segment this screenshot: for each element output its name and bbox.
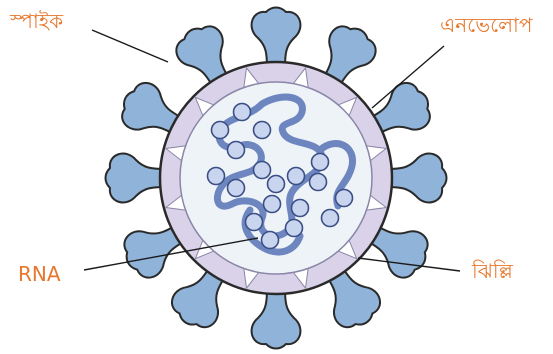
- rna-bead: [312, 154, 329, 171]
- rna-bead: [212, 122, 229, 139]
- rna-bead: [234, 104, 251, 121]
- rna-bead: [288, 168, 305, 185]
- spike-label: স্পাইক: [9, 9, 64, 33]
- rna-label: RNA: [18, 262, 61, 286]
- rna-bead: [246, 214, 263, 231]
- spike-10: [106, 154, 167, 203]
- rna-bead: [268, 176, 285, 193]
- rna-bead: [254, 122, 271, 139]
- envelope-label: এনভেলোপ: [440, 13, 533, 37]
- spike-1: [252, 8, 301, 69]
- spike-leader-line: [92, 30, 168, 62]
- spike-4: [386, 154, 447, 203]
- rna-bead: [286, 220, 303, 237]
- rna-bead: [310, 174, 327, 191]
- rna-bead: [336, 190, 353, 207]
- rna-bead: [322, 210, 339, 227]
- rna-bead: [292, 200, 309, 217]
- rna-bead: [228, 142, 245, 159]
- membrane-label: ঝিল্লি: [471, 259, 514, 283]
- rna-bead: [254, 162, 271, 179]
- spike-7: [252, 288, 301, 349]
- rna-bead: [228, 180, 245, 197]
- rna-bead: [208, 168, 225, 185]
- rna-bead: [262, 232, 279, 249]
- rna-bead: [264, 196, 281, 213]
